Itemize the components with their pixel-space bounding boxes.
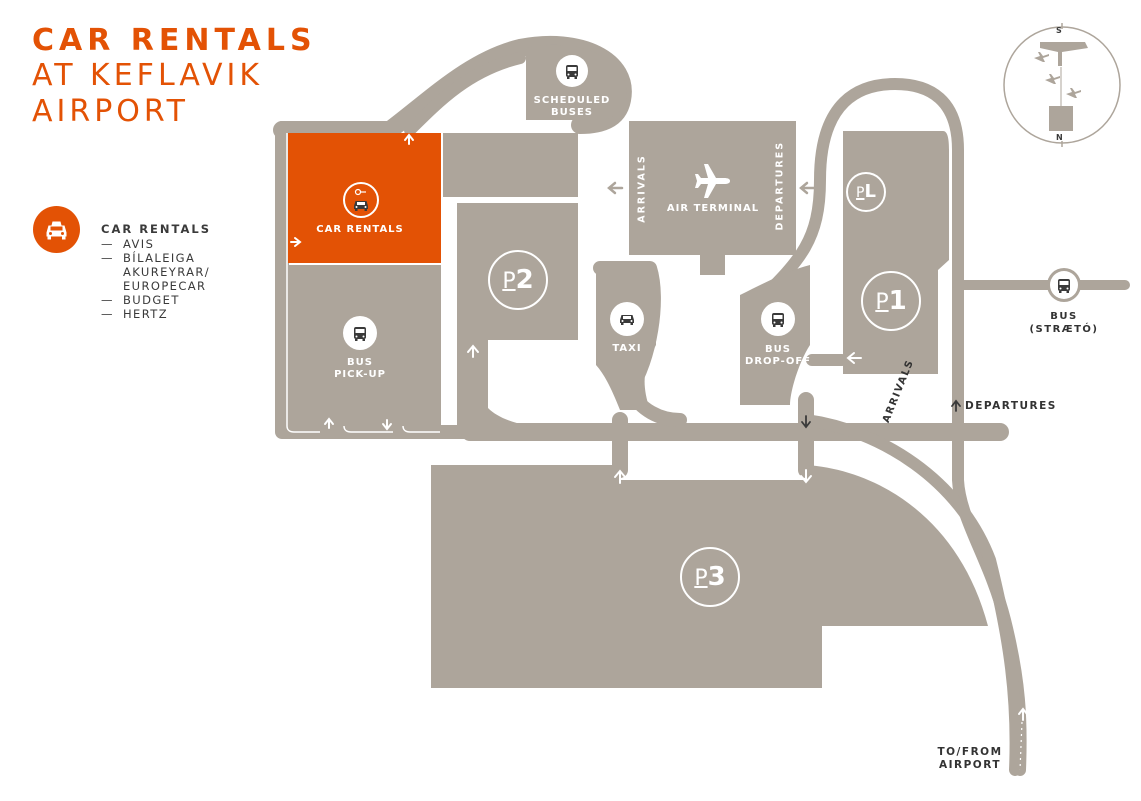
title-line-3: AIRPORT (32, 94, 189, 129)
bus-straeto-label-line: (STRÆTÓ) (1029, 324, 1099, 335)
pl-p: P (856, 185, 865, 201)
pl-num: L (864, 181, 876, 202)
road-departures-label: DEPARTURES (965, 400, 1057, 412)
taxi-label: TAXI (612, 343, 642, 354)
bus-pickup-label: BUS PICK-UP (320, 357, 400, 381)
p3-circle (680, 547, 740, 607)
bus-pickup-label-line: PICK-UP (334, 369, 386, 380)
legend-item-budget: — BUDGET (101, 293, 211, 307)
airplane-icon (695, 164, 730, 198)
p2-circle (488, 250, 548, 310)
terminal-departures-label: DEPARTURES (774, 140, 786, 231)
legend-label-line: EUROPECAR (123, 279, 207, 293)
legend-dash: — (101, 307, 114, 321)
compass-south-label: S (1056, 26, 1062, 35)
bus-straeto-bus-icon (1047, 268, 1081, 302)
direction-arrows (290, 133, 1028, 721)
car-rentals-key-icon (343, 182, 379, 218)
bus-dropoff-label-line: BUS (765, 344, 791, 355)
compass-north-label: N (1056, 133, 1063, 142)
car-rentals-area (288, 133, 441, 263)
bus-dropoff-bus-icon (761, 302, 795, 336)
terminal-arrows (607, 181, 816, 195)
parking-circles (488, 172, 921, 607)
p3-label: P3 (680, 547, 740, 609)
legend-item-hertz: — HERTZ (101, 307, 211, 321)
legend-dash: — (101, 251, 114, 265)
legend-item-avis: — AVIS (101, 237, 211, 251)
to-from-airport-label: TO/FROM AIRPORT (930, 746, 1010, 772)
air-terminal-label: AIR TERMINAL (666, 203, 760, 214)
bus-straeto-label-line: BUS (1050, 311, 1078, 322)
pl-circle (846, 172, 886, 212)
to-from-dotted-line (1019, 721, 1023, 771)
to-from-airport-line: TO/FROM (937, 746, 1003, 758)
title-line-2: AT KEFLAVIK (32, 58, 263, 93)
legend-label: AVIS (123, 237, 155, 251)
bus-pickup-bus-icon (343, 316, 377, 350)
p1-p: P (875, 290, 889, 315)
legend-item-bilaleiga: — BÍLALEIGA AKUREYRAR/ EUROPECAR (101, 251, 211, 293)
car-rental-legend-icon (33, 206, 80, 253)
legend-dash: — (101, 293, 114, 307)
legend-label-line: AKUREYRAR/ (123, 265, 211, 279)
p3-p: P (694, 566, 708, 591)
bus-dropoff-label: BUS DROP-OFF (738, 344, 818, 368)
p2-num: 2 (515, 265, 534, 295)
taxi-car-icon (610, 302, 644, 336)
compass (1003, 23, 1121, 147)
p2-p: P (502, 269, 516, 294)
bus-pickup-label-line: BUS (347, 357, 373, 368)
car-park-top-block (443, 133, 578, 197)
scheduled-buses-label: SCHEDULED BUSES (532, 95, 612, 119)
p3-area (431, 465, 988, 688)
bus-straeto-label: BUS (STRÆTÓ) (1024, 310, 1104, 336)
map-areas (288, 44, 988, 688)
p1-area (843, 131, 949, 374)
to-from-airport-line: AIRPORT (938, 759, 1001, 771)
bus-dropoff-label-line: DROP-OFF (745, 356, 811, 367)
scheduled-buses-bus-icon (556, 55, 588, 87)
map-title: CAR RENTALS AT KEFLAVIK AIRPORT (32, 24, 317, 130)
legend: CAR RENTALS — AVIS — BÍLALEIGA AKUREYRAR… (101, 222, 211, 321)
p2-area (457, 203, 578, 430)
scheduled-buses-label-line: BUSES (551, 107, 593, 118)
p1-num: 1 (888, 286, 907, 316)
title-line-1: CAR RENTALS (32, 23, 317, 58)
road-arrows (801, 399, 961, 429)
air-terminal-wing (700, 253, 725, 275)
p1-circle (861, 271, 921, 331)
p2-label: P2 (488, 250, 548, 312)
p3-num: 3 (707, 562, 726, 592)
scheduled-buses-label-line: SCHEDULED (533, 95, 611, 106)
legend-label: HERTZ (123, 307, 168, 321)
legend-dash: — (101, 237, 114, 251)
lane-lines (286, 133, 440, 433)
legend-label-line: BÍLALEIGA (123, 251, 196, 265)
legend-title: CAR RENTALS (101, 222, 211, 236)
taxi-area (596, 267, 656, 410)
legend-label: BÍLALEIGA AKUREYRAR/ EUROPECAR (123, 251, 210, 293)
p1-label: P1 (861, 271, 921, 333)
car-rentals-label: CAR RENTALS (316, 224, 404, 235)
legend-label: BUDGET (123, 293, 180, 307)
terminal-arrivals-label: ARRIVALS (636, 154, 648, 223)
pl-label: PL (836, 162, 896, 223)
